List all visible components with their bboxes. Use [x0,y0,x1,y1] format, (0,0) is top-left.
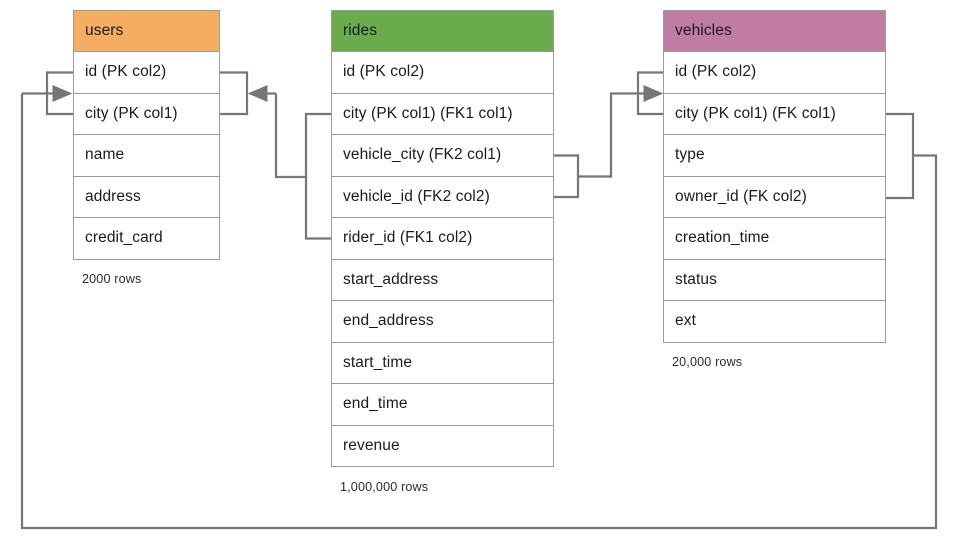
entity-vehicles[interactable]: vehicles id (PK col2) city (PK col1) (FK… [663,10,886,343]
field-vehicles-type[interactable]: type [663,135,886,177]
field-label: rider_id (FK1 col2) [343,229,473,247]
field-rides-end-address[interactable]: end_address [331,301,554,343]
row-count-rides: 1,000,000 rows [340,480,429,494]
entity-rides-title: rides [343,22,378,39]
field-users-credit-card[interactable]: credit_card [73,218,220,260]
field-label: id (PK col2) [675,63,757,81]
field-label: id (PK col2) [85,63,167,81]
entity-users-title: users [85,22,124,39]
field-users-address[interactable]: address [73,176,220,218]
field-label: creation_time [675,229,770,247]
entity-users[interactable]: users id (PK col2) city (PK col1) name a… [73,10,220,260]
field-label: revenue [343,436,400,454]
field-vehicles-id[interactable]: id (PK col2) [663,52,886,94]
entity-vehicles-title: vehicles [675,22,732,39]
field-label: name [85,146,125,164]
field-rides-city[interactable]: city (PK col1) (FK1 col1) [331,93,554,135]
field-label: ext [675,312,696,330]
field-users-name[interactable]: name [73,135,220,177]
field-label: end_address [343,312,434,330]
field-vehicles-status[interactable]: status [663,259,886,301]
field-label: credit_card [85,229,163,247]
field-label: end_time [343,395,408,413]
connector-rides-vehicle-to-vehicles [554,71,664,199]
entity-vehicles-header[interactable]: vehicles [663,10,886,52]
field-rides-id[interactable]: id (PK col2) [331,52,554,94]
field-label: start_address [343,270,439,288]
entity-users-header[interactable]: users [73,10,220,52]
connector-rides-rider-to-users [220,71,331,240]
field-rides-start-address[interactable]: start_address [331,259,554,301]
row-count-vehicles: 20,000 rows [672,355,743,369]
field-label: id (PK col2) [343,63,425,81]
field-vehicles-city[interactable]: city (PK col1) (FK col1) [663,93,886,135]
field-users-id[interactable]: id (PK col2) [73,52,220,94]
field-label: start_time [343,353,413,371]
field-label: owner_id (FK col2) [675,187,807,205]
entity-rides[interactable]: rides id (PK col2) city (PK col1) (FK1 c… [331,10,554,467]
field-vehicles-owner-id[interactable]: owner_id (FK col2) [663,176,886,218]
field-label: status [675,270,717,288]
entity-rides-header[interactable]: rides [331,10,554,52]
field-rides-vehicle-city[interactable]: vehicle_city (FK2 col1) [331,135,554,177]
field-rides-rider-id[interactable]: rider_id (FK1 col2) [331,218,554,260]
field-rides-vehicle-id[interactable]: vehicle_id (FK2 col2) [331,176,554,218]
row-count-users: 2000 rows [82,272,142,286]
field-label: vehicle_city (FK2 col1) [343,146,502,164]
field-rides-end-time[interactable]: end_time [331,384,554,426]
field-rides-start-time[interactable]: start_time [331,342,554,384]
field-label: city (PK col1) (FK col1) [675,104,836,122]
field-users-city[interactable]: city (PK col1) [73,93,220,135]
field-label: city (PK col1) (FK1 col1) [343,104,513,122]
field-rides-revenue[interactable]: revenue [331,425,554,467]
field-label: city (PK col1) [85,104,178,122]
field-label: vehicle_id (FK2 col2) [343,187,490,205]
field-vehicles-creation-time[interactable]: creation_time [663,218,886,260]
field-vehicles-ext[interactable]: ext [663,301,886,343]
field-label: address [85,187,141,205]
field-label: type [675,146,705,164]
